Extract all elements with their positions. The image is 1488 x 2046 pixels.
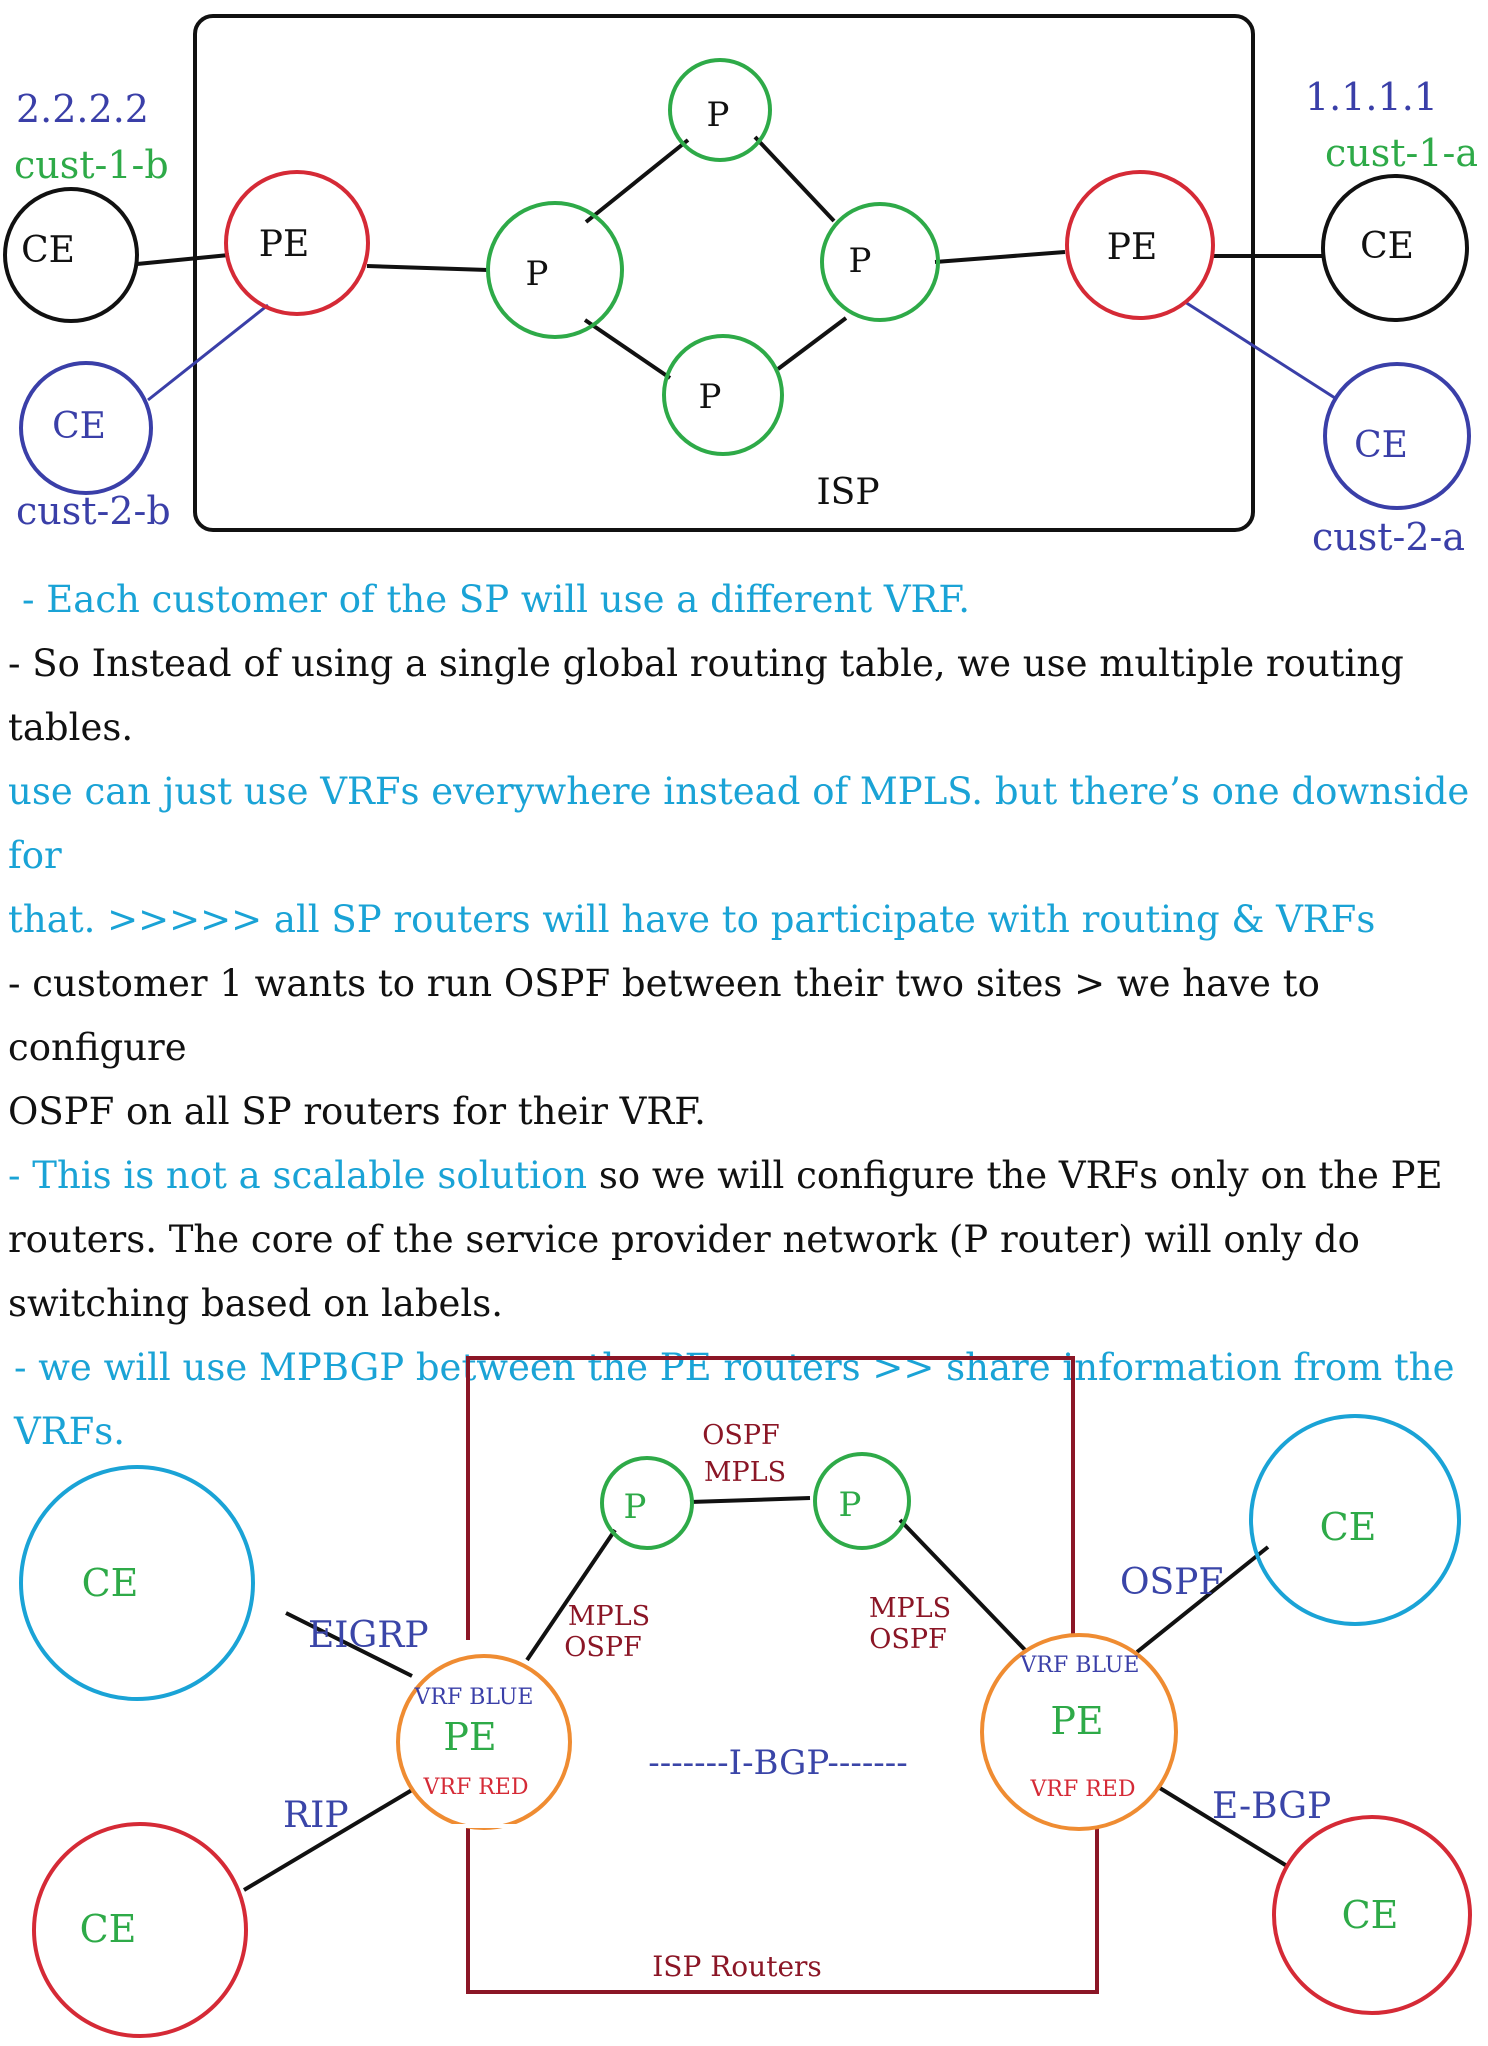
note-line-3b: that. >>>>> all SP routers will have to … [8,898,1376,941]
isp-box [193,14,1255,532]
ce-right-black-label: CE [1360,226,1414,267]
note-line-5b: routers. The core of the service provide… [8,1218,1360,1261]
pe-left-label: PE [259,224,310,265]
ce-right-blue [1323,362,1471,510]
ce-right-red [1272,1815,1472,2015]
notes: - Each customer of the SP will use a dif… [8,568,1478,1464]
right-uplink-label-2: OSPF [869,1624,947,1655]
ce-left-red-label: CE [80,1907,137,1951]
p-router-left-label: P [526,254,549,294]
link-ce-left-blue-pe [147,303,269,402]
p-router-right [813,1452,911,1550]
core-link-label-2: MPLS [704,1457,786,1488]
right-cust-1-label: cust-1-a [1325,131,1478,175]
pe-left-vrf-blue: VRF BLUE [414,1685,534,1710]
isp-label: ISP [816,472,879,513]
note-line-6a: - we will use MPBGP between the PE route… [14,1346,1455,1389]
p-router-top-label: P [707,95,730,135]
diagram-isp-basic: CE PE CE 2.2.2.2 cust-1-b cust-2-b P P P… [3,14,1478,559]
link-ce-left-red-pe [242,1788,414,1892]
note-line-5c: switching based on labels. [8,1282,504,1325]
note-line-1: - Each customer of the SP will use a dif… [22,578,971,621]
link-p-bottom-p-right [776,316,848,371]
ce-right-black [1321,174,1469,322]
eigrp-label: EIGRP [308,1615,429,1656]
ce-right-blue [1249,1414,1461,1626]
note-line-4b: OSPF on all SP routers for their VRF. [8,1090,706,1133]
link-p-left-p-right [689,1496,811,1504]
left-ip: 2.2.2.2 [16,87,149,131]
ebgp-label: E-BGP [1212,1786,1331,1827]
ce-left-blue-label: CE [52,406,106,447]
left-uplink-label-1: MPLS [568,1601,650,1632]
p-router-bottom [662,334,784,456]
pe-left-label: PE [443,1715,496,1759]
link-p-left-p-top [584,138,690,224]
right-uplink-label-1: MPLS [869,1593,951,1624]
ce-right-blue-label: CE [1320,1505,1377,1549]
p-router-left-label: P [624,1487,647,1527]
note-line-2b: tables. [8,706,134,749]
pe-right [980,1633,1178,1831]
note-line-5a: - This is not a scalable solution so we … [8,1144,1478,1208]
link-pe-right-ce-right-blue [1135,1545,1270,1654]
ce-left-black-label: CE [21,230,75,271]
ce-left-black [3,187,139,323]
note-line-2a: - So Instead of using a single global ro… [8,642,1404,685]
link-pe-right-ce-right-blue [1184,300,1336,400]
ce-right-blue-label: CE [1354,425,1408,466]
pe-left-vrf-red: VRF RED [423,1775,529,1800]
ce-right-red-label: CE [1342,1893,1399,1937]
pe-right-vrf-red: VRF RED [1030,1777,1136,1802]
note-line-3a: use can just use VRFs everywhere instead… [8,770,1470,877]
left-cust-2-label: cust-2-b [16,489,171,533]
p-router-right-label: P [849,241,872,281]
link-pe-right-ce-right-red [1148,1780,1289,1868]
pe-right-label: PE [1050,1699,1103,1743]
note-line-4a: - customer 1 wants to run OSPF between t… [8,962,1320,1069]
p-router-bottom-label: P [699,377,722,417]
ce-left-red [32,1822,248,2038]
link-pe-left-p-left [525,1528,617,1662]
link-p-right-pe-right [934,250,1066,264]
link-pe-left-p [366,264,489,272]
diagram-vrf-mpls: CE CE VRF BLUE PE VRF RED P P OSPF MPLS … [19,1356,1472,2038]
pe-right-label: PE [1107,227,1158,268]
isp-routers-box [466,1356,1099,1994]
link-ce-left-black-pe [136,253,230,266]
core-link-label-1: OSPF [702,1420,780,1451]
p-router-right-label: P [839,1485,862,1525]
ce-left-blue [19,1465,255,1701]
left-uplink-label-2: OSPF [564,1632,642,1663]
link-p-left-p-bottom [583,318,672,380]
p-router-top [668,58,772,162]
isp-routers-label: ISP Routers [652,1950,822,1983]
p-router-left [486,201,624,339]
note-line-5-black: so we will configure the VRFs only on th… [587,1154,1443,1197]
right-ip: 1.1.1.1 [1305,75,1438,119]
left-cust-1-label: cust-1-b [14,143,169,187]
note-line-5-cyan: - This is not a scalable solution [8,1154,588,1197]
ce-left-blue-label: CE [82,1561,139,1605]
note-line-6b: VRFs. [14,1410,125,1453]
link-p-top-p-right [753,135,836,223]
link-ce-left-blue-pe [285,1611,413,1678]
link-p-right-pe-right [898,1518,1029,1654]
ospf-label: OSPF [1120,1562,1223,1603]
pe-left [224,170,370,316]
pe-right-vrf-blue: VRF BLUE [1020,1653,1140,1678]
ibgp-label: -------I-BGP------- [648,1743,908,1783]
p-router-right [820,202,940,322]
ce-left-blue [19,361,153,495]
p-router-left [600,1456,694,1550]
pe-right [1065,170,1215,320]
rip-label: RIP [283,1795,349,1836]
right-cust-2-label: cust-2-a [1312,515,1465,559]
